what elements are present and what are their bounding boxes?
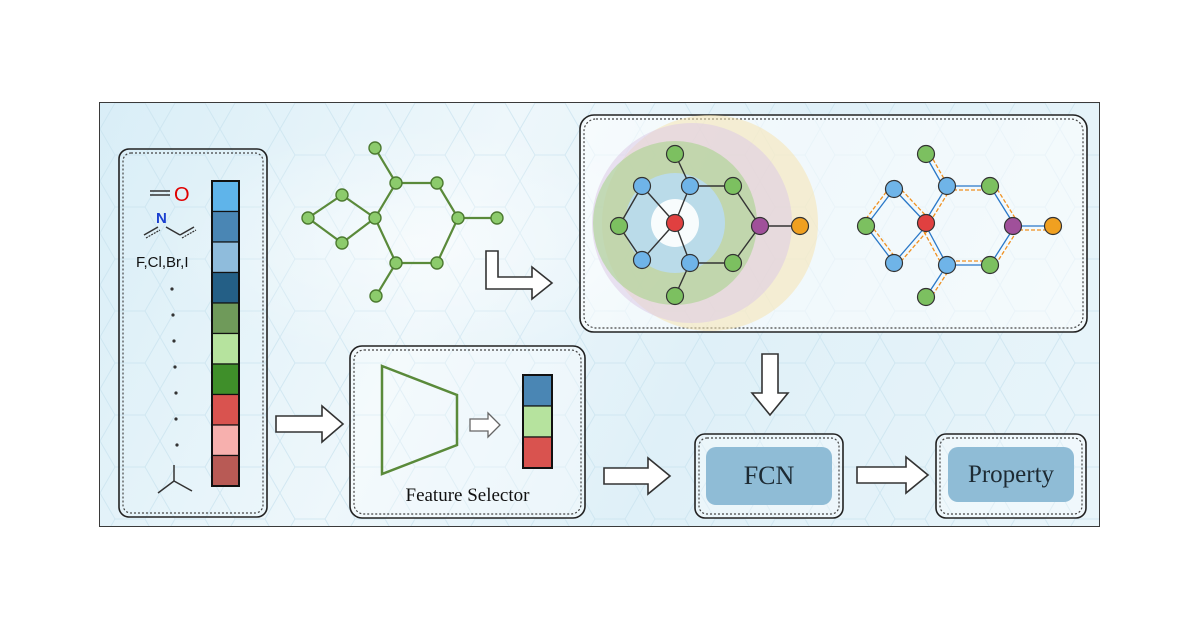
selected-feature-cell-1 [522, 374, 553, 407]
funnel-icon [380, 364, 459, 476]
carbonyl-icon [150, 190, 170, 196]
fingerprint-cell-2 [211, 210, 240, 243]
selector-small-arrow [469, 411, 501, 439]
fingerprint-cell-3 [211, 241, 240, 274]
fingerprint-cell-10 [211, 454, 240, 487]
bent-arrow [485, 250, 554, 301]
fingerprint-panel-outer [118, 148, 268, 518]
arrow-to-fcn-from-selector [603, 456, 672, 496]
halogens-label: F,Cl,Br,I [136, 254, 189, 271]
selected-feature-cell-frame [522, 374, 553, 469]
oxygen-label: O [174, 184, 190, 206]
fingerprint-cell-6 [211, 332, 240, 365]
fcn-label: FCN [743, 461, 795, 490]
fingerprint-cell-1 [211, 180, 240, 213]
feature-selector-label: Feature Selector [405, 485, 530, 506]
gnn-panel-inner [583, 118, 1084, 329]
fingerprint-cell-9 [211, 424, 240, 457]
arrow-to-property [856, 455, 930, 495]
feature-selector-panel-inner [353, 349, 582, 515]
background-glow [160, 123, 680, 363]
fingerprint-cell-frame [211, 180, 240, 487]
fingerprint-panel-inner [122, 152, 264, 514]
workflow-figure: O N F,Cl,Br,I Feature Selector FCN Prope… [99, 102, 1100, 527]
vertical-ellipsis-icon [170, 287, 179, 447]
branched-alkyl-icon [157, 465, 193, 494]
arrow-down-to-fcn [750, 353, 790, 417]
fingerprint-cell-8 [211, 393, 240, 426]
gnn-graph-nodes [609, 144, 810, 306]
selected-feature-vector [522, 374, 553, 469]
arrow-to-feature-selector [275, 404, 345, 444]
amine-icon [143, 226, 197, 239]
property-box: Property [948, 447, 1074, 502]
fcn-box: FCN [706, 447, 832, 505]
molecule-atoms [301, 141, 504, 303]
fingerprint-cell-7 [211, 363, 240, 396]
fcn-panel-inner [698, 437, 840, 515]
message-passing-nodes [856, 144, 1063, 307]
selected-feature-cell-2 [522, 405, 553, 438]
nitrogen-label: N [156, 210, 167, 227]
property-label: Property [967, 460, 1055, 488]
property-panel-inner [939, 437, 1083, 515]
fingerprint-cell-4 [211, 271, 240, 304]
selected-feature-cell-3 [522, 436, 553, 469]
fingerprint-vector [211, 180, 240, 487]
fingerprint-cell-5 [211, 302, 240, 335]
